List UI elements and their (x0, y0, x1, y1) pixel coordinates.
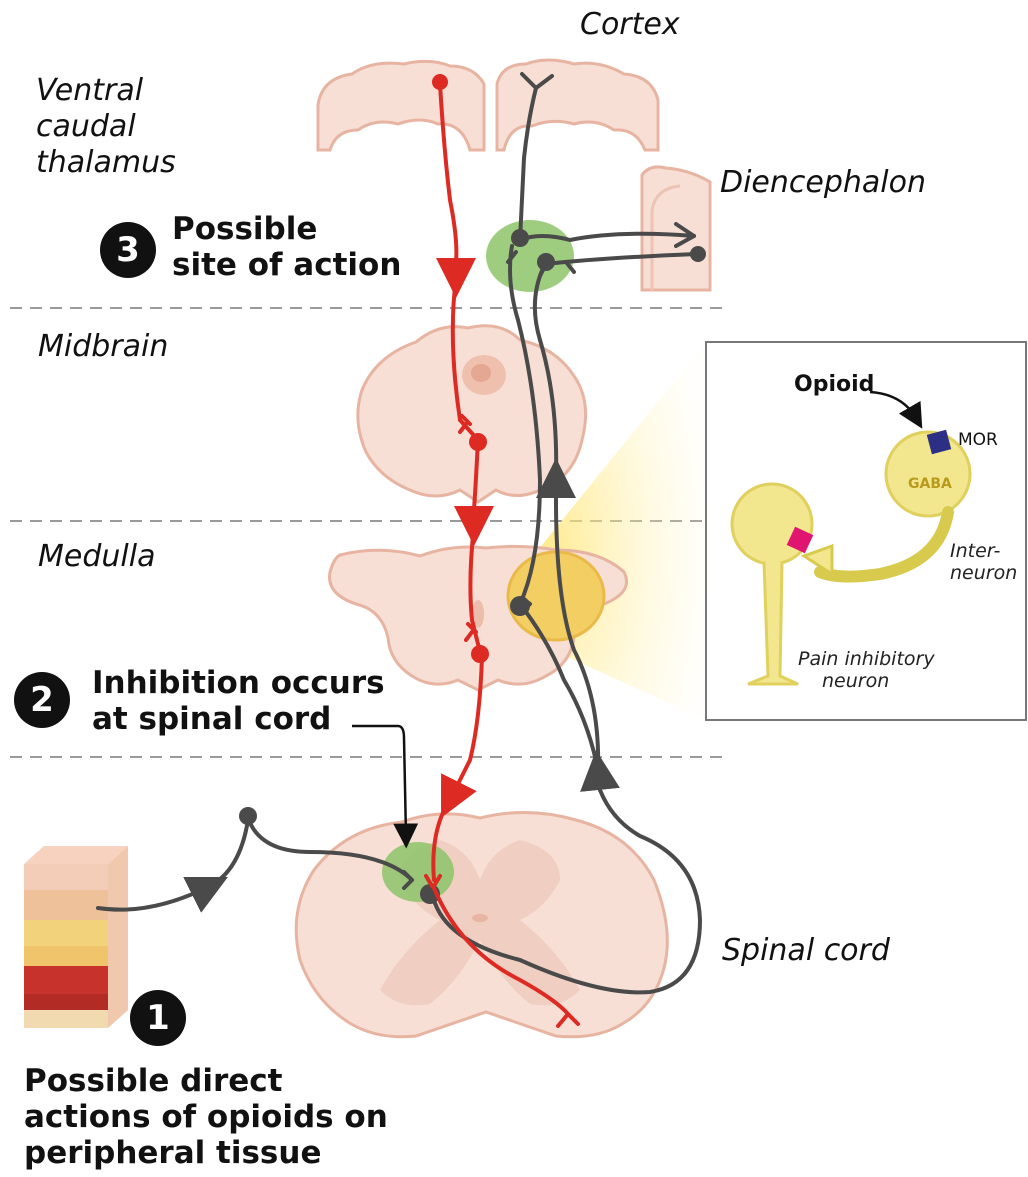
peripheral-neuron-body (239, 807, 257, 825)
diencephalon-neuron-body (690, 246, 706, 262)
spinal-projection-arrow (598, 770, 600, 790)
site-1-number-badge: 1 (130, 990, 186, 1046)
thalamic-neuron-body-2 (537, 253, 555, 271)
midbrain-nucleus-core (471, 364, 491, 382)
tissue-layer-skin (24, 864, 108, 890)
peripheral-tissue-block (24, 846, 128, 1028)
tissue-layer-muscle (24, 966, 108, 994)
tissue-layer-base (24, 1010, 108, 1028)
tissue-layer-dermis (24, 890, 108, 920)
inset-label-pain-neuron-line-2: neuron (822, 670, 889, 692)
label-thalamus-line-2: caudal (36, 110, 136, 144)
label-diencephalon: Diencephalon (720, 166, 926, 200)
inset-label-gaba: GABA (908, 476, 952, 492)
spinal-central-canal (472, 914, 488, 922)
site-3-label-line-2: site of action (172, 248, 401, 283)
tissue-layer-fat-deep (24, 946, 108, 966)
inset-label-opioid: Opioid (794, 372, 874, 397)
label-spinal-cord: Spinal cord (722, 934, 890, 968)
site-1-label-line-1: Possible direct (24, 1064, 283, 1099)
thalamic-neuron-body (511, 229, 529, 247)
medulla-to-spinal-arrow (450, 788, 456, 800)
site-2-label-line-2: at spinal cord (92, 702, 331, 737)
tissue-side-face (108, 846, 128, 1028)
medulla-red-neuron-body (471, 645, 489, 663)
label-cortex: Cortex (580, 8, 680, 42)
tissue-layer-muscle-deep (24, 994, 108, 1010)
cortex-left-hemisphere (318, 61, 484, 150)
spinal-site-of-action (382, 842, 454, 902)
label-medulla: Medulla (38, 540, 155, 574)
site-3-label-line-1: Possible (172, 212, 317, 247)
thalamus-site-of-action (486, 220, 574, 292)
pain-inhibitory-neuron-body (732, 484, 812, 564)
midbrain-red-neuron-body (469, 433, 487, 451)
site-1-label-line-3: peripheral tissue (24, 1136, 321, 1171)
spinal-cord-section (296, 812, 667, 1036)
label-midbrain: Midbrain (38, 330, 168, 364)
medulla-neuron-body (510, 596, 530, 616)
site-3-number-badge: 3 (100, 222, 156, 278)
inset-label-mor: MOR (958, 430, 998, 450)
midbrain-section (358, 326, 586, 502)
peripheral-afferent (210, 820, 248, 886)
tissue-layer-fat (24, 920, 108, 946)
site-2-pointer-arrow (352, 726, 406, 836)
inset-label-pain-neuron-line-1: Pain inhibitory (798, 648, 935, 670)
cortical-red-neuron-body (432, 74, 448, 90)
label-thalamus-line-1: Ventral (36, 74, 143, 108)
label-thalamus-line-3: thalamus (36, 146, 176, 180)
inset-label-interneuron-line-2: neuron (950, 562, 1017, 584)
site-2-number-badge: 2 (14, 672, 70, 728)
inset-label-interneuron-line-1: Inter- (950, 540, 1000, 562)
site-2-label-line-1: Inhibition occurs (92, 666, 385, 701)
site-1-label-line-2: actions of opioids on (24, 1100, 388, 1135)
